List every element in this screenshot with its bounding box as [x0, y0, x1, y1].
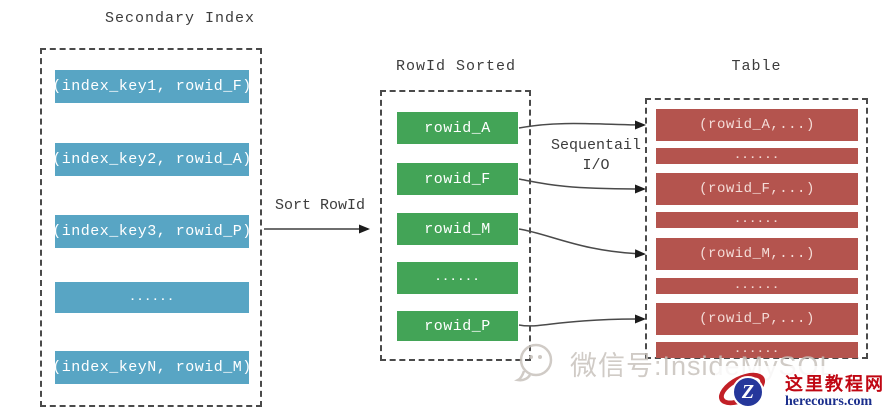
- table-row-ellipsis-3: ......: [656, 278, 858, 294]
- connector-rowid-p: [518, 314, 646, 327]
- connector-rowid-m: [518, 228, 646, 259]
- index-entry-3: (index_key3, rowid_P): [52, 215, 251, 248]
- sorted-rowid-p: rowid_P: [397, 311, 518, 341]
- table-row-p: (rowid_P,...): [656, 303, 858, 335]
- table-group: [645, 98, 868, 359]
- wechat-icon: [514, 343, 553, 382]
- table-title: Table: [731, 58, 782, 75]
- sequential-io-line2: I/O: [582, 157, 610, 174]
- logo-brand-text: 这里教程网: [785, 373, 885, 394]
- index-entry-ellipsis: ......: [55, 282, 249, 313]
- rowid-sorted-group: [380, 90, 531, 361]
- secondary-index-group: [40, 48, 262, 407]
- connector-rowid-f: [518, 178, 646, 194]
- rowid-sorted-title: RowId Sorted: [395, 58, 517, 75]
- table-row-m: (rowid_M,...): [656, 238, 858, 270]
- sorted-rowid-ellipsis: ......: [397, 262, 518, 294]
- index-entry-n: (index_keyN, rowid_M): [52, 351, 251, 384]
- connector-rowid-a: [518, 120, 646, 130]
- index-entry-2: (index_key2, rowid_A): [52, 143, 251, 176]
- sort-rowid-label: Sort RowId: [274, 197, 365, 214]
- sorted-rowid-f: rowid_F: [397, 163, 518, 195]
- secondary-index-title: Secondary Index: [104, 10, 256, 27]
- table-row-ellipsis-4: ......: [656, 342, 858, 358]
- index-entry-1: (index_key1, rowid_F): [52, 70, 251, 103]
- table-row-ellipsis-1: ......: [656, 148, 858, 164]
- logo-domain-text: herecours.com: [785, 394, 873, 410]
- sequential-io-line1: Sequentail: [550, 137, 641, 154]
- sorted-rowid-a: rowid_A: [397, 112, 518, 144]
- sequential-io-label: Sequentail I/O: [540, 136, 652, 176]
- table-row-f: (rowid_F,...): [656, 173, 858, 205]
- table-row-ellipsis-2: ......: [656, 212, 858, 228]
- site-logo: Z 这里教程网 herecours.com: [713, 366, 887, 418]
- table-row-a: (rowid_A,...): [656, 109, 858, 141]
- logo-badge-letter: Z: [732, 376, 764, 408]
- site-logo-icon: Z: [713, 366, 779, 417]
- sorted-rowid-m: rowid_M: [397, 213, 518, 245]
